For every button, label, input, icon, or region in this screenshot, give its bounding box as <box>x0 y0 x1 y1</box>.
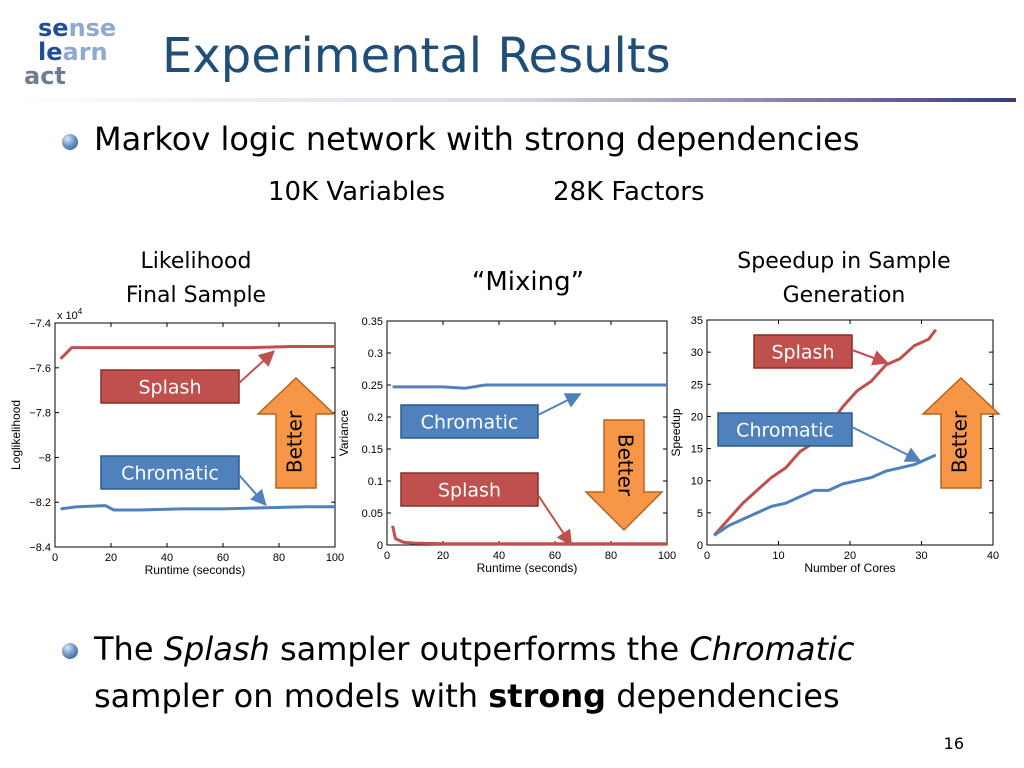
variables-count: 10K Variables <box>268 177 446 207</box>
x-tick-label: 40 <box>161 552 173 564</box>
y-tick-label: 0 <box>697 540 703 552</box>
y-tick-label: 0 <box>377 540 383 552</box>
x-tick-label: 20 <box>105 552 117 564</box>
splash-label-text: Splash <box>772 342 835 364</box>
slide-title: Experimental Results <box>162 28 671 84</box>
bullet-marker <box>62 134 78 150</box>
splash-label-box <box>100 369 240 404</box>
svg-text:learn: learn <box>38 38 108 66</box>
x-tick-label: 100 <box>658 550 676 562</box>
splash-label-text: Splash <box>438 480 501 502</box>
x-tick-label: 60 <box>549 550 561 562</box>
y-tick-label: 0.05 <box>362 508 383 520</box>
y-tick-label: −7.6 <box>29 363 51 375</box>
x-tick-label: 40 <box>987 550 999 562</box>
y-tick-label: 0.1 <box>368 476 383 488</box>
better-arrow-label: Better <box>283 410 307 473</box>
x-tick-label: 80 <box>605 550 617 562</box>
chromatic-label-box <box>717 412 853 447</box>
chromatic-label-text: Chromatic <box>736 420 834 442</box>
chromatic-label-box <box>100 455 240 490</box>
y-axis-label: Loglikelihood <box>9 400 23 470</box>
bullet-text-line2: sampler on models with strong dependenci… <box>94 677 840 715</box>
y-tick-label: −8.4 <box>29 542 51 554</box>
better-arrow-label: Better <box>614 434 638 497</box>
x-axis-label: Number of Cores <box>804 561 895 575</box>
better-arrow <box>256 376 336 489</box>
chromatic-callout-arrow <box>851 426 922 462</box>
y-tick-label: 5 <box>697 508 703 520</box>
x-tick-label: 0 <box>384 550 390 562</box>
y-tick-label: 0.2 <box>368 412 383 424</box>
splash-callout-arrow <box>238 350 275 384</box>
chromatic-callout-arrow <box>537 393 582 416</box>
better-arrow-label: Better <box>948 410 972 473</box>
x-axis-label: Runtime (seconds) <box>145 563 246 577</box>
y-tick-label: 0.35 <box>362 316 383 328</box>
svg-text:act: act <box>24 62 66 90</box>
y-tick-label: 20 <box>691 411 703 423</box>
bullet-marker <box>62 643 78 659</box>
y-axis-label: Variance <box>337 409 351 456</box>
svg-text:sense: sense <box>38 14 116 42</box>
bullet-text: Markov logic network with strong depende… <box>94 120 860 158</box>
chromatic-series-line <box>60 504 335 512</box>
better-arrow <box>921 376 1001 489</box>
y-tick-label: 35 <box>691 315 703 327</box>
chromatic-label-text: Chromatic <box>421 412 519 434</box>
y-tick-label: 0.25 <box>362 380 383 392</box>
page-number: 16 <box>943 734 964 753</box>
y-tick-label: −7.8 <box>29 408 51 420</box>
chart3-caption: Speedup in Sample Generation <box>737 249 951 308</box>
x-tick-label: 40 <box>493 550 505 562</box>
splash-label-box <box>753 334 853 369</box>
splash-series-line <box>59 345 335 360</box>
x-axis-label: Runtime (seconds) <box>477 561 578 575</box>
y-axis-label: Speedup <box>669 408 683 456</box>
x-tick-label: 20 <box>844 550 856 562</box>
chromatic-callout-arrow <box>238 474 267 506</box>
x-tick-label: 80 <box>273 552 285 564</box>
splash-series-line <box>391 525 667 546</box>
sense-learn-act-logo: sense learn act <box>24 14 116 90</box>
better-arrow <box>584 419 664 532</box>
splash-callout-arrow <box>537 494 573 547</box>
mixing-chart: 0 20 40 60 80 100 0 0.05 0.1 0.15 0.2 0.25 0.3 0.35Ru… <box>337 316 676 575</box>
x-tick-label: 20 <box>437 550 449 562</box>
x-tick-label: 30 <box>915 550 927 562</box>
splash-label-text: Splash <box>139 377 202 399</box>
chart1-caption: Likelihood Final Sample <box>125 249 267 308</box>
y-tick-label: −8 <box>38 452 51 464</box>
x-tick-label: 0 <box>52 552 58 564</box>
y-tick-label: 0.3 <box>368 348 383 360</box>
y-axis-multiplier: x 104 <box>57 307 83 322</box>
chromatic-series-line <box>713 453 937 537</box>
splash-callout-arrow <box>851 349 889 366</box>
y-tick-label: 0.15 <box>362 444 383 456</box>
x-tick-label: 100 <box>326 552 344 564</box>
y-tick-label: −8.2 <box>29 497 51 509</box>
likelihood-chart: 0 20 40 60 80 100 −8.4 −8.2 −8 −7.8 −7.6 −7.4Runtim… <box>9 307 344 577</box>
splash-label-box <box>400 472 539 507</box>
x-tick-label: 0 <box>704 550 710 562</box>
chart2-caption: “Mixing” <box>471 267 585 297</box>
y-tick-label: 30 <box>691 347 703 359</box>
x-tick-label: 60 <box>217 552 229 564</box>
x-tick-label: 10 <box>772 550 784 562</box>
chromatic-label-text: Chromatic <box>121 463 219 485</box>
y-tick-label: 25 <box>691 379 703 391</box>
factors-count: 28K Factors <box>553 177 705 207</box>
y-tick-label: 15 <box>691 444 703 456</box>
y-tick-label: 10 <box>691 476 703 488</box>
y-tick-label: −7.4 <box>29 318 51 330</box>
chromatic-label-box <box>400 404 539 439</box>
title-divider <box>8 98 1016 102</box>
bullet-text-line1: The Splash sampler outperforms the Chrom… <box>94 630 855 668</box>
chromatic-series-line <box>392 383 667 390</box>
y-axis-multiplier-exponent: 4 <box>78 307 83 316</box>
